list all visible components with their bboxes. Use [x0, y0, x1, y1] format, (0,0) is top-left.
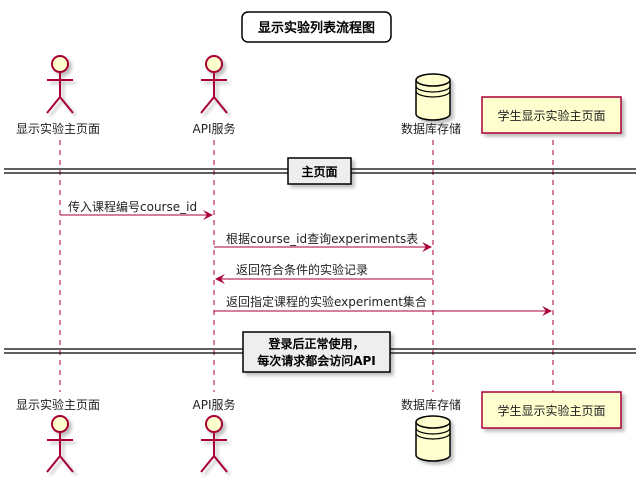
divider-label: 主页面: [301, 164, 337, 179]
participant-label: 数据库存储: [401, 397, 461, 412]
participant-database-bottom: 数据库存储: [401, 397, 461, 462]
database-icon: [415, 415, 451, 462]
message-label: 传入课程编号course_id: [68, 199, 197, 214]
divider-after-login: 登录后正常使用， 每次请求都会访问API: [4, 331, 636, 373]
actor-icon: [200, 415, 228, 473]
actor-icon: [46, 55, 74, 114]
participant-label: 数据库存储: [401, 121, 461, 136]
actor-icon: [46, 415, 74, 473]
database-icon: [415, 73, 451, 121]
divider-main-page: 主页面: [4, 157, 636, 185]
participant-label: 显示实验主页面: [16, 121, 100, 136]
participant-label: API服务: [193, 121, 236, 136]
participant-student-page-top: 学生显示实验主页面: [481, 96, 622, 134]
message-return-experiment-set: 返回指定课程的实验experiment集合: [214, 294, 552, 316]
divider-label-line-1: 登录后正常使用，: [267, 336, 364, 351]
participant-database-top: 数据库存储: [401, 73, 461, 136]
divider-label-line-2: 每次请求都会访问API: [257, 353, 376, 368]
participant-label: 学生显示实验主页面: [497, 108, 605, 123]
message-send-course-id: 传入课程编号course_id: [60, 199, 213, 220]
lifelines: [59, 140, 554, 392]
participant-label: 显示实验主页面: [16, 397, 100, 412]
diagram-title-text: 显示实验列表流程图: [258, 20, 375, 36]
actor-icon: [200, 55, 228, 114]
participant-student-page-bottom: 学生显示实验主页面: [481, 391, 622, 429]
participant-label: API服务: [193, 397, 236, 412]
message-query-experiments: 根据course_id查询experiments表: [214, 232, 432, 252]
message-return-records: 返回符合条件的实验记录: [215, 262, 433, 284]
participant-api-service-bottom: API服务: [193, 397, 236, 473]
message-label: 根据course_id查询experiments表: [226, 232, 418, 246]
participant-display-page-bottom: 显示实验主页面: [16, 397, 100, 473]
participant-display-page-top: 显示实验主页面: [16, 55, 100, 136]
diagram-title: 显示实验列表流程图: [241, 11, 392, 43]
participant-label: 学生显示实验主页面: [497, 403, 605, 418]
participant-api-service-top: API服务: [193, 55, 236, 136]
message-label: 返回符合条件的实验记录: [236, 262, 368, 277]
message-label: 返回指定课程的实验experiment集合: [226, 294, 427, 309]
